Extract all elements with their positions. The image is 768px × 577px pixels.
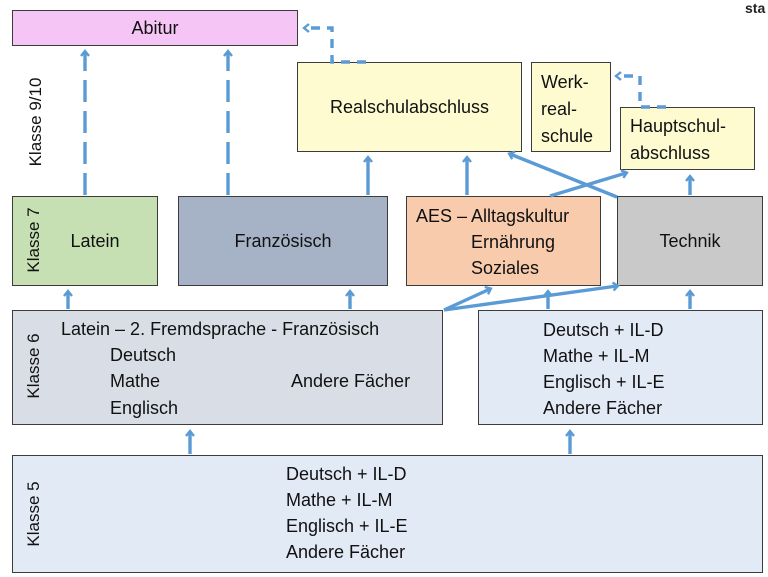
klasse6-right-subject-englisch: Englisch + IL-E (543, 372, 665, 392)
klasse6-right-other-subjects: Andere Fächer (543, 398, 663, 418)
werkrealschule-line-1: Werk- (541, 72, 589, 92)
technik-box: Technik (617, 196, 763, 286)
latein-label: Latein (70, 231, 120, 251)
aes-line-3: Soziales (471, 258, 540, 278)
klasse6-left-subject-englisch: Englisch (110, 398, 179, 418)
franzoesisch-box: Französisch (178, 196, 388, 286)
dashed-arrow-realschule-to-abitur (302, 23, 366, 64)
klasse6-right-subject-mathe: Mathe + IL-M (543, 346, 650, 366)
werkrealschule-line-2: real- (541, 99, 578, 119)
abitur-label: Abitur (131, 18, 179, 38)
klasse6-right-box (478, 310, 763, 425)
latein-box: Latein (12, 196, 158, 286)
klasse6-left-title: Latein – 2. Fremdsprache - Französisch (61, 319, 380, 339)
franzoesisch-label: Französisch (234, 231, 332, 251)
arrow-aes-to-hauptschule (549, 169, 629, 198)
werkrealschule-line-3: schule (541, 126, 594, 146)
arrow-k6-to-aes (443, 285, 493, 312)
realschulabschluss-box: Realschulabschluss (297, 62, 522, 152)
aes-line-1: AES – Alltagskultur (416, 206, 570, 226)
klasse5-subject-mathe: Mathe + IL-M (286, 490, 393, 510)
cropped-corner-text: sta (745, 0, 766, 16)
klasse6-left-other-subjects: Andere Fächer (291, 371, 411, 391)
arrow-k6-to-technik (443, 281, 620, 312)
klasse5-subject-englisch: Englisch + IL-E (286, 516, 408, 536)
technik-label: Technik (659, 231, 721, 251)
klasse6-left-subject-mathe: Mathe (110, 371, 161, 391)
werkrealschule-box: Werk- real- schule (531, 62, 611, 152)
klasse6-left-box (12, 310, 443, 425)
hauptschulabschluss-line-1: Hauptschul- (630, 116, 727, 136)
dashed-arrow-hauptschule-to-werkrealschule (614, 71, 666, 109)
aes-box: AES – Alltagskultur Ernährung Soziales (406, 196, 601, 286)
abitur-box: Abitur (12, 10, 298, 46)
klasse5-box (12, 455, 763, 573)
hauptschulabschluss-box: Hauptschul- abschluss (620, 107, 755, 170)
realschulabschluss-label: Realschulabschluss (329, 97, 490, 117)
hauptschulabschluss-line-2: abschluss (630, 143, 711, 163)
klasse6-right-subject-deutsch: Deutsch + IL-D (543, 320, 664, 340)
arrow-technik-to-realschule (507, 150, 618, 199)
aes-line-2: Ernährung (471, 232, 556, 252)
klasse6-left-subject-deutsch: Deutsch (110, 345, 177, 365)
klasse5-subject-deutsch: Deutsch + IL-D (286, 464, 407, 484)
klasse5-other-subjects: Andere Fächer (286, 542, 406, 562)
